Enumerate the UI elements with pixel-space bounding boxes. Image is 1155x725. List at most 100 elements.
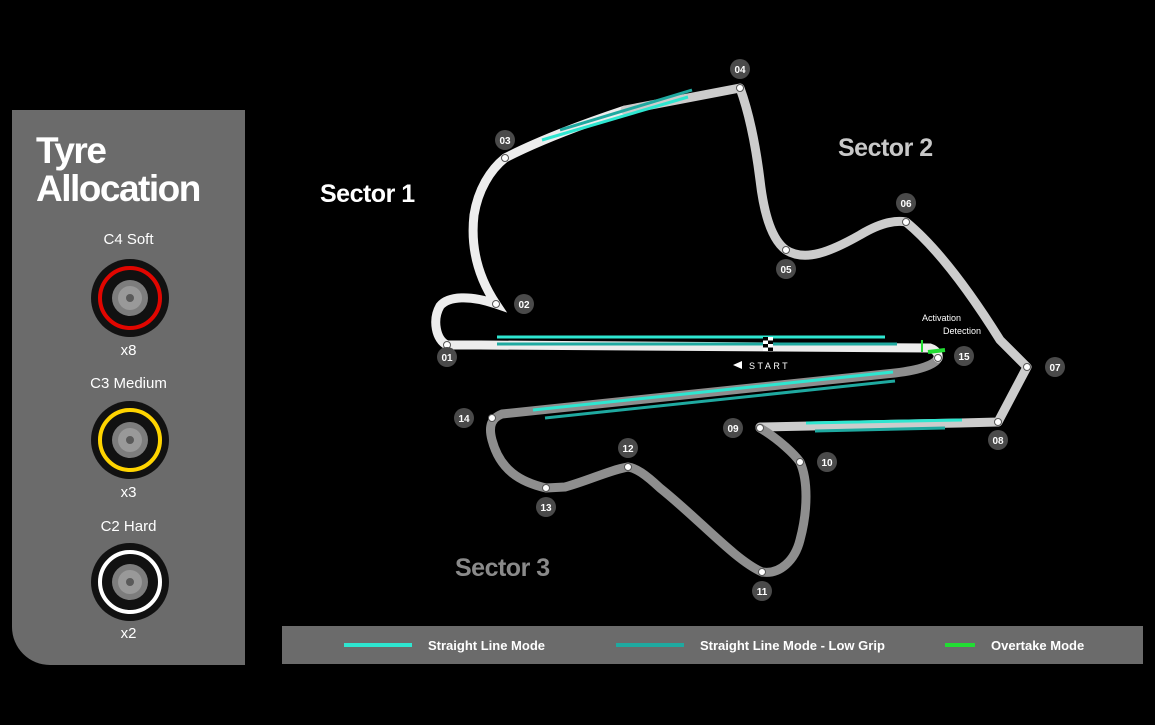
corner-badge: 04	[730, 59, 750, 79]
panel-title: Tyre Allocation	[36, 130, 201, 209]
legend-item-overtake: Overtake Mode	[945, 626, 1084, 664]
tyre-count-hard: x2	[120, 625, 137, 642]
start-arrow-icon	[733, 361, 742, 369]
corner-badge-circle	[454, 408, 474, 428]
corner-badge: 13	[536, 497, 556, 517]
corner-number: 15	[958, 352, 970, 363]
tyre-label-medium: C3 Medium	[90, 375, 167, 392]
corner-number: 03	[499, 136, 511, 147]
corner-badge: 03	[495, 130, 515, 150]
corner-badge: 06	[896, 193, 916, 213]
overtake-zone	[927, 348, 946, 354]
legend-swatch-straight-line-mode	[344, 643, 412, 647]
sector-3-label: Sector 3	[455, 554, 550, 582]
corner-badge-circle	[723, 418, 743, 438]
tyre-allocation-panel: Tyre Allocation C4 Soft x8 C3 Medium x3 …	[12, 110, 245, 665]
corner-badge-circle	[514, 294, 534, 314]
legend-swatch-overtake	[945, 643, 975, 647]
start-label: START	[749, 361, 790, 371]
slm-zone-top-1	[541, 95, 689, 142]
corner-badge-circle	[730, 59, 750, 79]
corner-badge-circle	[1045, 357, 1065, 377]
corner-badge: 05	[776, 259, 796, 279]
corner-badge-circle	[752, 581, 772, 601]
corner-badge-circle	[776, 259, 796, 279]
legend-bar: Straight Line Mode Straight Line Mode - …	[282, 626, 1143, 664]
slm-zone-right-2	[814, 426, 946, 433]
tyre-label-soft: C4 Soft	[103, 231, 154, 248]
corner-dot	[1023, 363, 1031, 371]
corner-dot	[796, 458, 804, 466]
sector-1-label: Sector 1	[320, 180, 415, 208]
activation-label: Activation	[922, 313, 961, 323]
corner-dot	[542, 484, 550, 492]
corner-number: 05	[780, 265, 792, 276]
legend-label-straight-line-mode: Straight Line Mode	[428, 637, 545, 653]
legend-item-low-grip: Straight Line Mode - Low Grip	[616, 626, 885, 664]
sector-2-label: Sector 2	[838, 134, 933, 162]
corner-dot	[756, 424, 764, 432]
track-main-straight	[475, 340, 943, 363]
corner-dot	[902, 218, 910, 226]
corner-dot	[492, 300, 500, 308]
corner-number: 10	[821, 458, 833, 469]
tyre-count-soft: x8	[120, 342, 137, 359]
corner-badge-circle	[618, 438, 638, 458]
corner-number: 14	[458, 414, 470, 425]
corner-badge-circle	[896, 193, 916, 213]
legend-swatch-low-grip	[616, 643, 684, 647]
corner-number: 12	[622, 444, 634, 455]
start-flag-icon	[763, 337, 773, 351]
corner-dot	[736, 84, 744, 92]
corner-badge: 07	[1045, 357, 1065, 377]
corner-number: 04	[734, 65, 746, 76]
medium-tyre-icon	[91, 401, 169, 479]
legend-label-overtake: Overtake Mode	[991, 637, 1085, 653]
corner-badge: 09	[723, 418, 743, 438]
corner-badge: 10	[817, 452, 837, 472]
corner-number: 09	[727, 424, 739, 435]
track-sector-2	[620, 83, 1032, 433]
corner-dot	[994, 418, 1002, 426]
corner-badge: 01	[437, 347, 457, 367]
corner-number: 08	[992, 436, 1004, 447]
tyre-count-medium: x3	[120, 484, 137, 501]
corner-badge: 02	[514, 294, 534, 314]
track-sector-3	[485, 353, 943, 577]
corner-badge: 15	[954, 346, 974, 366]
corner-badge: 08	[988, 430, 1008, 450]
corner-badge-circle	[954, 346, 974, 366]
corner-dot	[934, 354, 942, 362]
legend-label-low-grip: Straight Line Mode - Low Grip	[700, 637, 885, 653]
legend-item-straight-line-mode: Straight Line Mode	[344, 626, 545, 664]
corner-number: 11	[757, 587, 768, 598]
corner-badge-circle	[495, 130, 515, 150]
corner-dot	[782, 246, 790, 254]
corner-badge: 11	[752, 581, 772, 601]
detection-label: Detection	[943, 326, 981, 336]
corner-number: 01	[441, 353, 453, 364]
corner-badge-circle	[817, 452, 837, 472]
corner-number: 02	[518, 300, 530, 311]
corner-dot	[624, 463, 632, 471]
corner-number: 06	[900, 199, 912, 210]
hard-tyre-icon	[91, 543, 169, 621]
corner-dot	[501, 154, 509, 162]
corner-badge: 12	[618, 438, 638, 458]
corner-dot	[488, 414, 496, 422]
corner-number: 13	[540, 503, 552, 514]
slm-zone-top-2	[559, 88, 693, 132]
slm-zone-back-2	[544, 379, 896, 420]
corner-badge-circle	[536, 497, 556, 517]
corner-badge: 14	[454, 408, 474, 428]
slm-zone-right-1	[805, 418, 963, 425]
corner-dot	[758, 568, 766, 576]
track-sector-1	[431, 105, 630, 350]
slm-zone-back-1	[532, 370, 894, 412]
soft-tyre-icon	[91, 259, 169, 337]
corner-number: 07	[1049, 363, 1061, 374]
corner-badge-circle	[988, 430, 1008, 450]
tyre-label-hard: C2 Hard	[100, 518, 157, 535]
corner-badge-circle	[437, 347, 457, 367]
